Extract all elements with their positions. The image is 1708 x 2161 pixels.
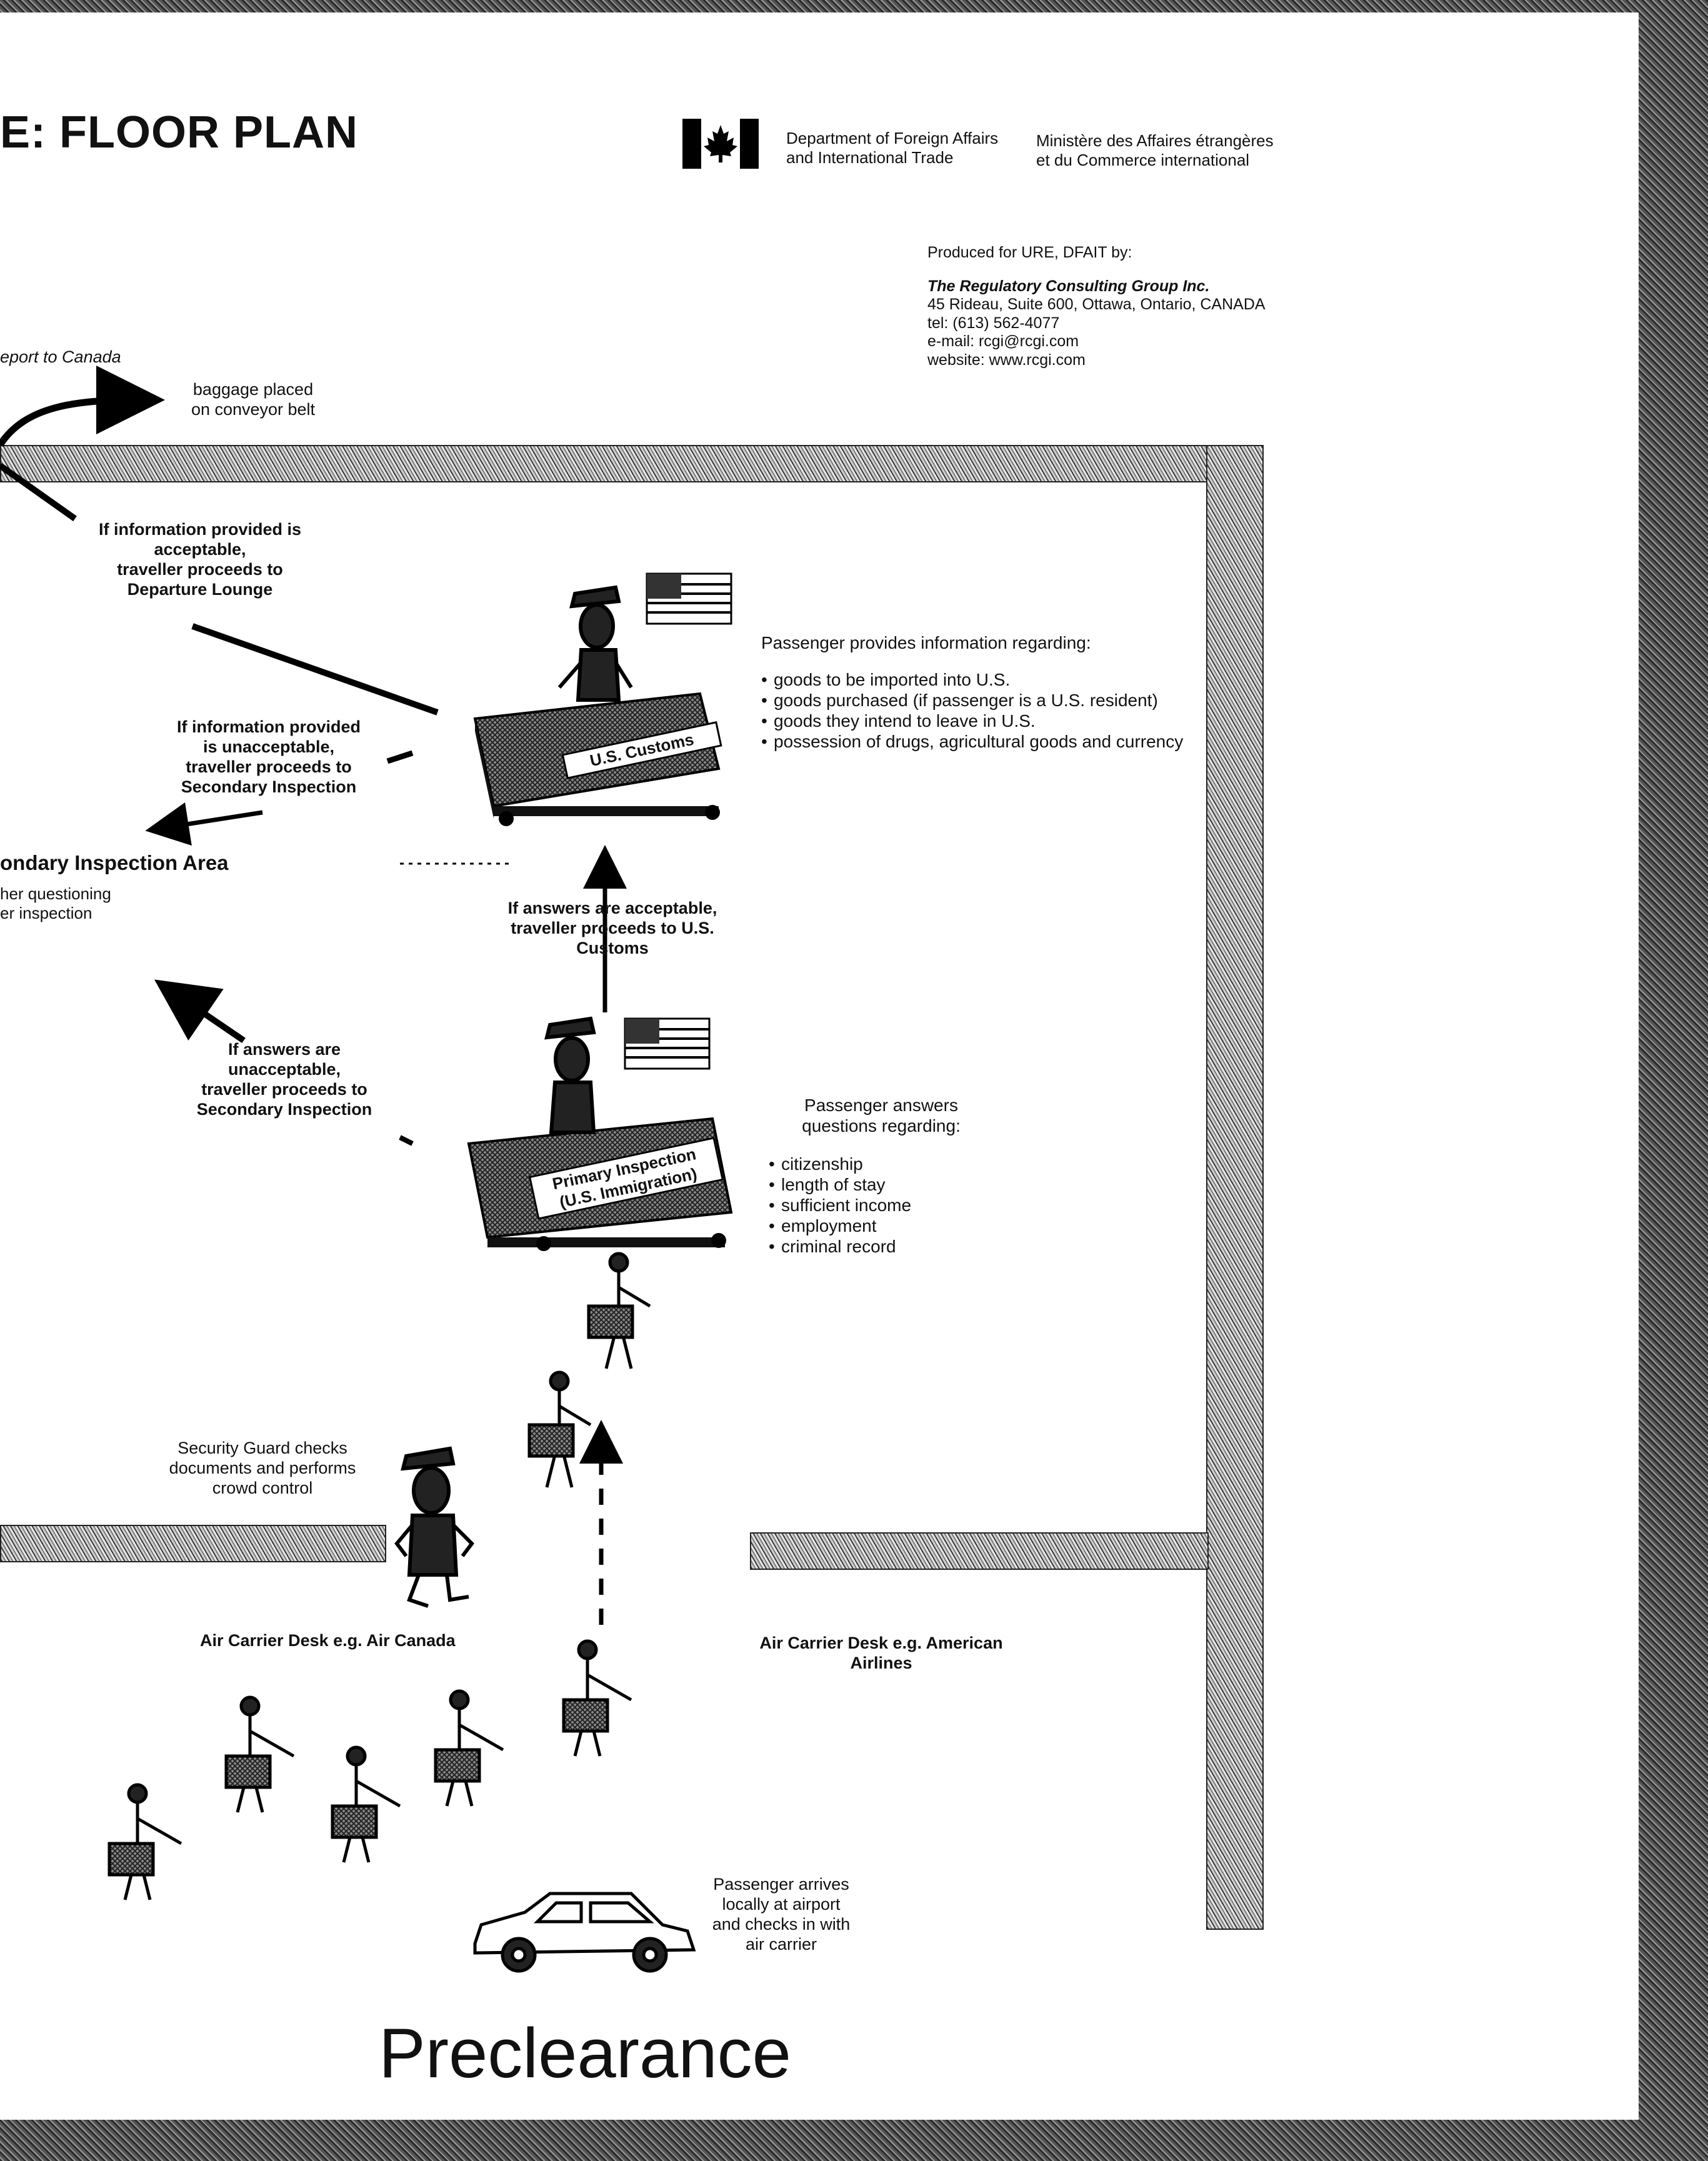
wall-bottom-left [0,1525,386,1562]
producer-email: e-mail: rcgi@rcgi.com [927,332,1079,350]
air-canada-desk-label: Air Carrier Desk e.g. Air Canada [200,1631,456,1650]
car-icon [473,1892,696,1973]
producer-tel: tel: (613) 562-4077 [927,314,1060,332]
secondary-area-label: ondary Inspection Area [0,851,229,874]
producer-website: website: www.rcgi.com [927,351,1086,369]
wall-top [0,445,1264,482]
list-item: length of stay [769,1174,994,1195]
primary-to-secondary-arrow [154,979,246,1044]
producer-block: Produced for URE, DFAIT by: The Regulato… [927,244,1266,369]
baggage-arrow [0,366,165,447]
canada-flag-logo [682,119,759,169]
list-item: possession of drugs, agricultural goods … [761,731,1186,752]
list-item: goods purchased (if passenger is a U.S. … [761,690,1186,711]
wall-bottom-right [750,1532,1209,1570]
report-to-canada-label: eport to Canada [0,347,121,366]
customs-to-lounge-line [191,623,439,716]
secondary-arrow-head [145,802,263,846]
security-guard [394,1446,474,1608]
departure-lounge-arrow [0,462,77,522]
producer-company: The Regulatory Consulting Group Inc. [927,277,1210,295]
list-item: goods to be imported into U.S. [761,669,1186,690]
producer-intro: Produced for URE, DFAIT by: [927,244,1132,261]
passenger-figures [107,1252,651,1900]
us-flag-immigration [624,1017,711,1070]
list-item: criminal record [769,1236,994,1257]
preclearance-footer: Preclearance [379,2014,791,2092]
wall-right [1206,445,1264,1930]
floor-plan-sheet [0,12,1639,2120]
customs-info-block: Passenger provides information regarding… [761,632,1186,752]
primary-to-secondary-tail [399,1135,414,1146]
list-item: citizenship [769,1154,994,1174]
immigration-officer [544,1016,596,1134]
list-item: sufficient income [769,1195,994,1215]
answers-acceptable-label: If answers are acceptable,traveller proc… [507,899,717,957]
producer-address: 45 Rideau, Suite 600, Ottawa, Ontario, C… [927,296,1266,313]
page-title: E: FLOOR PLAN [0,107,358,157]
us-flag-customs [646,572,732,625]
list-item: goods they intend to leave in U.S. [761,711,1186,731]
customs-info-heading: Passenger provides information regarding… [761,633,1091,652]
list-item: employment [769,1215,994,1236]
customs-to-secondary-arrow [386,750,414,764]
customs-officer [557,585,633,702]
